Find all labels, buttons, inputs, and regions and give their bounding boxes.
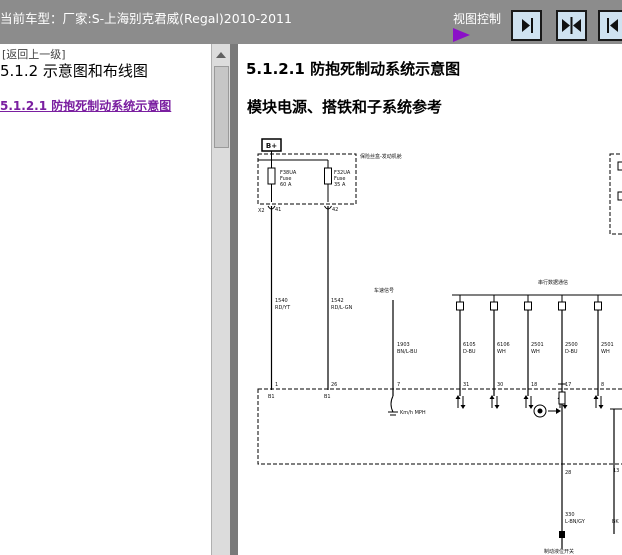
fuse-box bbox=[257, 153, 357, 205]
speed-module-label: 车速信号 bbox=[374, 287, 394, 294]
top-header: 当前车型：厂家:S-上海别克君威(Regal)2010-2011 视图控制 bbox=[0, 0, 622, 44]
fuse-box-label: 保险丝盒-发动机舱 bbox=[360, 153, 402, 160]
abs-module-box bbox=[257, 388, 622, 465]
svg-text:BK: BK bbox=[612, 519, 619, 525]
bus-wire-pin: 31 bbox=[463, 382, 469, 388]
next-view-button[interactable] bbox=[511, 10, 542, 41]
bus-connector bbox=[490, 301, 498, 311]
svg-text:RD/L-GN: RD/L-GN bbox=[331, 305, 353, 311]
nav-link-abs-schematic[interactable]: 5.1.2.1 防抱死制动系统示意图 bbox=[0, 99, 172, 113]
svg-text:RD/YT: RD/YT bbox=[275, 305, 291, 311]
svg-text:F32UA: F32UA bbox=[334, 170, 351, 176]
bus-wire-circuit: 6106 bbox=[497, 342, 510, 348]
svg-text:35 A: 35 A bbox=[334, 182, 346, 188]
bus-wire-pin: 30 bbox=[497, 382, 503, 388]
vehicle-model-title: 当前车型：厂家:S-上海别克君威(Regal)2010-2011 bbox=[0, 11, 292, 26]
svg-text:X2: X2 bbox=[258, 208, 265, 214]
svg-text:1903: 1903 bbox=[397, 342, 410, 348]
bus-wire-color: D-BU bbox=[463, 349, 476, 355]
bus-wire-circuit: 2501 bbox=[531, 342, 544, 348]
back-link[interactable]: [返回上一级] bbox=[2, 48, 66, 61]
bus-wire-color: WH bbox=[497, 349, 506, 355]
bus-connector bbox=[558, 301, 566, 311]
svg-text:Fuse: Fuse bbox=[280, 176, 291, 182]
navigation-pane: [返回上一级] 5.1.2 示意图和布线图 5.1.2.1 防抱死制动系统示意图 bbox=[0, 44, 211, 555]
bus-connector bbox=[594, 301, 602, 311]
svg-text:42: 42 bbox=[332, 207, 338, 213]
svg-text:41: 41 bbox=[275, 207, 281, 213]
svg-text:26: 26 bbox=[331, 382, 337, 388]
svg-text:7: 7 bbox=[397, 382, 400, 388]
view-control-label: 视图控制 bbox=[453, 12, 502, 26]
data-bus-label: 串行数据通信 bbox=[538, 279, 568, 286]
fuse-1 bbox=[267, 167, 276, 185]
svg-text:1: 1 bbox=[275, 382, 278, 388]
arrow-right-bar-icon bbox=[522, 18, 533, 33]
bus-wire-pin: 17 bbox=[565, 382, 571, 388]
bus-wire-color: WH bbox=[601, 349, 610, 355]
content-subheading: 模块电源、搭铁和子系统参考 bbox=[247, 98, 443, 116]
content-pane: 5.1.2.1 防抱死制动系统示意图 模块电源、搭铁和子系统参考 B+ 保险丝盒… bbox=[238, 44, 622, 555]
svg-text:B1: B1 bbox=[268, 394, 275, 400]
bus-wire-color: D-BU bbox=[565, 349, 578, 355]
svg-text:BN/L-BU: BN/L-BU bbox=[397, 349, 418, 355]
content-heading: 5.1.2.1 防抱死制动系统示意图 bbox=[246, 60, 461, 78]
split-view-button[interactable] bbox=[556, 10, 587, 41]
svg-text:L-BN/GY: L-BN/GY bbox=[565, 519, 586, 525]
svg-text:Fuse: Fuse bbox=[334, 176, 345, 182]
view-control-arrow-icon bbox=[453, 28, 470, 42]
bus-connector bbox=[524, 301, 532, 311]
bus-connector bbox=[456, 301, 464, 311]
pane-divider[interactable] bbox=[230, 44, 238, 555]
svg-text:B1: B1 bbox=[324, 394, 331, 400]
battery-label: B+ bbox=[266, 142, 277, 150]
scroll-up-icon[interactable] bbox=[216, 52, 226, 58]
fuse-2 bbox=[324, 167, 332, 185]
bus-wire-circuit: 6105 bbox=[463, 342, 476, 348]
bus-wire-circuit: 2500 bbox=[565, 342, 578, 348]
svg-text:330: 330 bbox=[565, 512, 575, 518]
bus-wire-pin: 8 bbox=[601, 382, 604, 388]
svg-text:28: 28 bbox=[565, 470, 571, 476]
svg-text:60 A: 60 A bbox=[280, 182, 292, 188]
data-bus-wires: 6105D-BU316106WH302501WH182500D-BU172501… bbox=[455, 295, 614, 409]
svg-text:13: 13 bbox=[613, 468, 619, 474]
previous-view-button[interactable] bbox=[598, 10, 622, 41]
arrow-left-bar-icon bbox=[607, 18, 618, 33]
bus-wire-pin: 18 bbox=[531, 382, 537, 388]
section-heading: 5.1.2 示意图和布线图 bbox=[0, 62, 148, 80]
svg-text:1542: 1542 bbox=[331, 298, 344, 304]
speed-symbol: Km/h MPH bbox=[400, 410, 426, 416]
navigation-scrollbar[interactable] bbox=[211, 44, 230, 555]
bus-wire-color: WH bbox=[531, 349, 540, 355]
bus-wire-circuit: 2501 bbox=[601, 342, 614, 348]
svg-text:F38UA: F38UA bbox=[280, 170, 297, 176]
scrollbar-thumb[interactable] bbox=[214, 66, 229, 148]
lower-module-label: 制动液位开关 bbox=[544, 548, 574, 555]
wiring-diagram: B+ 保险丝盒-发动机舱 F38UA Fuse 60 A F32UA Fuse … bbox=[257, 138, 622, 555]
expand-arrows-icon bbox=[562, 17, 581, 34]
svg-text:1540: 1540 bbox=[275, 298, 288, 304]
